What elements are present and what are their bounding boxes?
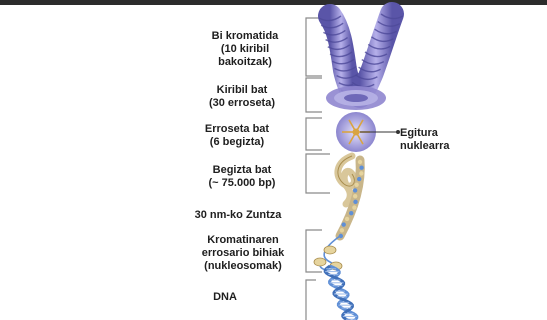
label-line: Erroseta bat: [180, 123, 294, 136]
label-line: errosario bihiak: [180, 247, 306, 260]
label-line: Kromatinaren: [180, 234, 306, 247]
bracket-coil: [306, 78, 322, 112]
label-scaffold: Egitura nuklearra: [400, 127, 480, 153]
label-dna: DNA: [180, 291, 270, 304]
label-line: DNA: [180, 291, 270, 304]
label-beads: Kromatinaren errosario bihiak (nukleosom…: [180, 234, 306, 273]
bracket-dna: [306, 280, 316, 320]
label-line: (10 kiribil: [180, 43, 310, 56]
bracket-loop: [306, 154, 330, 193]
label-line: Egitura: [400, 127, 480, 140]
coil-structure: [326, 86, 386, 110]
label-line: Kiribil bat: [180, 84, 304, 97]
label-line: nuklearra: [400, 140, 480, 153]
bracket-rosette: [306, 118, 322, 150]
label-chromatids: Bi kromatida (10 kiribil bakoitzak): [180, 30, 310, 69]
nucleosome-beads: [314, 236, 342, 270]
label-line: (nukleosomak): [180, 260, 306, 273]
label-fiber: 30 nm-ko Zuntza: [176, 209, 300, 222]
label-rosette: Erroseta bat (6 begizta): [180, 123, 294, 149]
label-line: 30 nm-ko Zuntza: [176, 209, 300, 222]
label-loop: Begizta bat (~ 75.000 bp): [180, 164, 304, 190]
rosette-structure: [336, 112, 400, 152]
dna-helix: [325, 266, 357, 320]
label-line: Begizta bat: [180, 164, 304, 177]
label-line: (~ 75.000 bp): [180, 177, 304, 190]
label-line: Bi kromatida: [180, 30, 310, 43]
label-line: bakoitzak): [180, 56, 310, 69]
label-coil: Kiribil bat (30 erroseta): [180, 84, 304, 110]
label-line: (30 erroseta): [180, 97, 304, 110]
chromatid-right: [349, 14, 403, 96]
label-line: (6 begizta): [180, 136, 294, 149]
